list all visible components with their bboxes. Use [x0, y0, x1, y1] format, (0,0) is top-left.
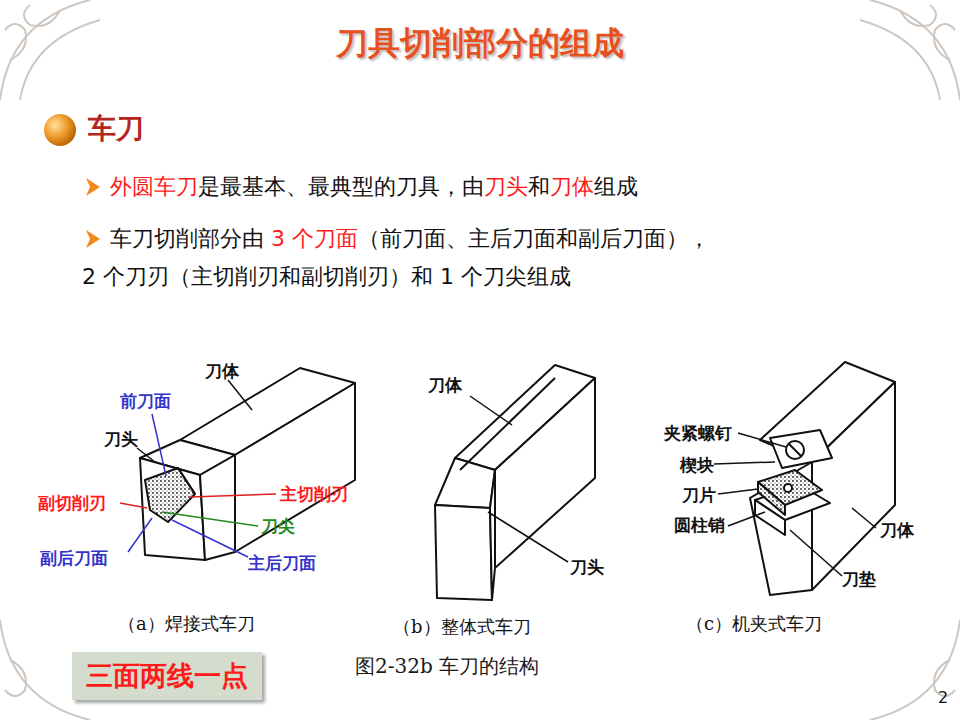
- leader-line-part: [190, 494, 276, 497]
- clamped-tool-part: [770, 430, 832, 468]
- page-number: 2: [938, 688, 948, 707]
- part-label: 刀头: [570, 556, 604, 579]
- corner-ornament-part: [5, 24, 26, 60]
- bullet-text: 刀头: [484, 174, 528, 199]
- clamped-tool: [750, 362, 895, 595]
- leader-line-part: [137, 448, 155, 462]
- bullet-line: 车刀切削部分由 3 个刀面（前刀面、主后刀面和副后刀面），2 个刀刃（主切削刃和…: [110, 220, 940, 296]
- leader-line-part: [172, 520, 248, 557]
- corner-ornament-part: [900, 5, 936, 26]
- part-label: 刀体: [428, 374, 462, 397]
- corner-ornament-part: [870, 620, 960, 720]
- bullet-text: 车刀切削部分由: [110, 226, 271, 251]
- leader-line-part: [852, 508, 876, 528]
- part-label: 刀尖: [261, 515, 295, 538]
- bullet-heading: 车刀: [88, 110, 144, 148]
- leader-line-part: [738, 433, 786, 447]
- bullet-text: （前刀面、主后刀面和副后刀面），: [358, 226, 710, 251]
- arrow-bullet-part: [86, 178, 100, 196]
- bullet-ball: [44, 114, 76, 146]
- leader-line-part: [718, 489, 758, 494]
- leader-line-part: [128, 518, 152, 552]
- leader-line: [470, 396, 568, 562]
- part-label: 主后刀面: [248, 552, 316, 575]
- part-label: 圆柱销: [674, 514, 725, 537]
- welded-tool-part: [235, 383, 355, 552]
- part-label: 刀体: [205, 360, 239, 383]
- part-label: （c）机夹式车刀: [686, 612, 822, 636]
- solid-tool-part: [435, 505, 492, 600]
- corner-ornament-part: [860, 20, 940, 100]
- clamped-tool-part: [758, 482, 785, 515]
- arrow-bullet: [86, 178, 100, 248]
- part-label: （b）整体式车刀: [393, 615, 531, 639]
- leader-line-part: [120, 503, 147, 508]
- part-label: 刀体: [880, 519, 914, 542]
- part-label: 刀头: [104, 428, 138, 451]
- clamped-tool-part: [812, 382, 895, 590]
- welded-tool-part: [200, 455, 235, 560]
- part-label: 副后刀面: [40, 547, 108, 570]
- part-label: 刀片: [682, 484, 716, 507]
- part-label: 前刀面: [120, 390, 171, 413]
- welded-tool-part: [140, 458, 205, 560]
- corner-ornament-part: [934, 24, 955, 60]
- bullet-text: 外圆车刀: [110, 174, 198, 199]
- arrow-bullet-part: [86, 230, 100, 248]
- leader-line-part: [162, 512, 258, 526]
- slide-title: 刀具切削部分的组成: [0, 22, 960, 66]
- part-label: 副切削刃: [38, 492, 106, 515]
- bullet-text: 刀体: [550, 174, 594, 199]
- leader-line-part: [152, 414, 166, 476]
- bullet-line: 外圆车刀是最基本、最典型的刀具，由刀头和刀体组成: [110, 168, 638, 206]
- leader-line-part: [470, 396, 512, 425]
- leader-line-part: [488, 512, 568, 562]
- figure-caption: 图2-32b 车刀的结构: [355, 653, 539, 680]
- corner-ornament-part: [5, 660, 26, 696]
- bullet-text: 3 个刀面: [271, 226, 358, 251]
- part-label: 楔块: [680, 454, 714, 477]
- corner-ornament-part: [20, 20, 100, 100]
- clamped-tool-part: [784, 484, 792, 492]
- solid-tool-part: [490, 470, 495, 600]
- leader-line-part: [728, 512, 765, 526]
- part-label: 夹紧螺钉: [664, 422, 732, 445]
- welded-tool-part: [178, 468, 195, 494]
- bullet-text: 2 个刀刃（主切削刃和副切削刃）和 1 个刀尖组成: [82, 258, 940, 296]
- leader-line-part: [714, 462, 775, 464]
- clamped-tool-part: [786, 441, 804, 459]
- leader-line-part: [228, 380, 252, 410]
- box-text: 三面两线一点: [86, 658, 248, 694]
- bullet-text: 组成: [594, 174, 638, 199]
- solid-tool-part: [495, 378, 595, 568]
- solid-tool-part: [460, 378, 555, 470]
- leader-line: [714, 433, 876, 576]
- part-label: 刀垫: [842, 568, 876, 591]
- leader-line-part: [790, 530, 842, 576]
- bullet-text: 和: [528, 174, 550, 199]
- corner-ornament-part: [24, 5, 60, 26]
- bullet-text: 是最基本、最典型的刀具，由: [198, 174, 484, 199]
- part-label: （a）焊接式车刀: [118, 612, 255, 636]
- part-label: 主切削刃: [280, 483, 348, 506]
- summary-box: 三面两线一点: [72, 652, 262, 700]
- clamped-tool-part: [789, 444, 801, 456]
- leader-line: [120, 380, 276, 557]
- welded-tool: [140, 368, 355, 560]
